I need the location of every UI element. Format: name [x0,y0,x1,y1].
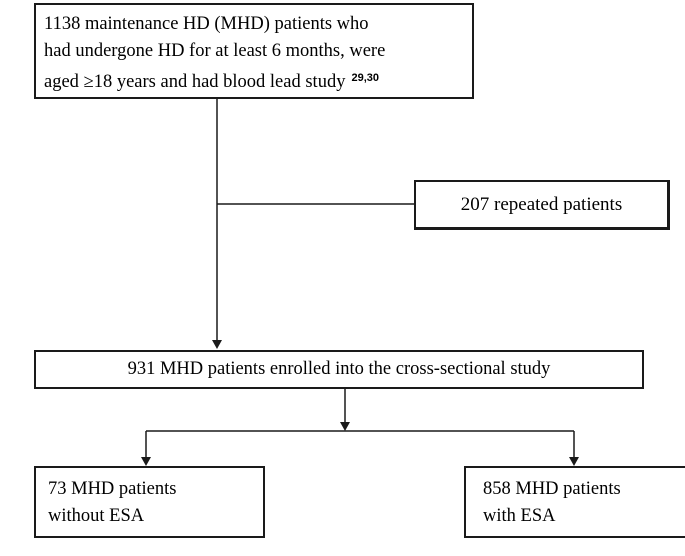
split-stem-head [340,422,350,431]
with-esa-line-2: with ESA [483,506,556,526]
main-arrow-head [212,340,222,349]
right-branch-head [569,457,579,466]
enrolled-box: 931 MHD patients enrolled into the cross… [34,350,644,389]
initial-cohort-line-1: 1138 maintenance HD (MHD) patients who [44,14,369,34]
initial-cohort-box: 1138 maintenance HD (MHD) patients who h… [34,3,474,99]
without-esa-box: 73 MHD patients without ESA [34,466,265,538]
excluded-repeated-text: 207 repeated patients [460,193,623,215]
excluded-repeated-box: 207 repeated patients [414,180,670,230]
initial-cohort-line-3-wrapper: aged ≥18 years and had blood lead study 2… [44,65,460,96]
initial-cohort-line-2: had undergone HD for at least 6 months, … [44,41,386,61]
with-esa-line-1: 858 MHD patients [483,479,621,499]
with-esa-box: 858 MHD patients with ESA [464,466,685,538]
without-esa-line-2: without ESA [48,506,145,526]
left-branch-head [141,457,151,466]
initial-cohort-line-3: aged ≥18 years and had blood lead study [44,72,346,92]
citation-superscript: 29,30 [351,72,379,84]
enrolled-text: 931 MHD patients enrolled into the cross… [127,359,551,379]
without-esa-line-1: 73 MHD patients [48,479,177,499]
